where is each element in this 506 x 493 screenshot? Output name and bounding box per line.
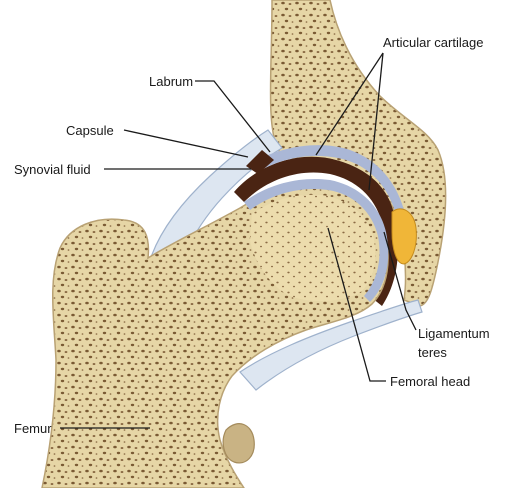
label-labrum: Labrum [149, 74, 193, 89]
label-femoral-head: Femoral head [390, 374, 470, 389]
label-ligamentum-teres-line2: teres [418, 345, 447, 360]
label-capsule: Capsule [66, 123, 114, 138]
fat-pad [392, 209, 416, 264]
label-articular-cartilage: Articular cartilage [383, 35, 483, 50]
label-synovial-fluid: Synovial fluid [14, 162, 91, 177]
label-ligamentum-teres-line1: Ligamentum [418, 326, 490, 341]
lesser-trochanter [223, 424, 254, 463]
label-femur: Femur [14, 421, 52, 436]
